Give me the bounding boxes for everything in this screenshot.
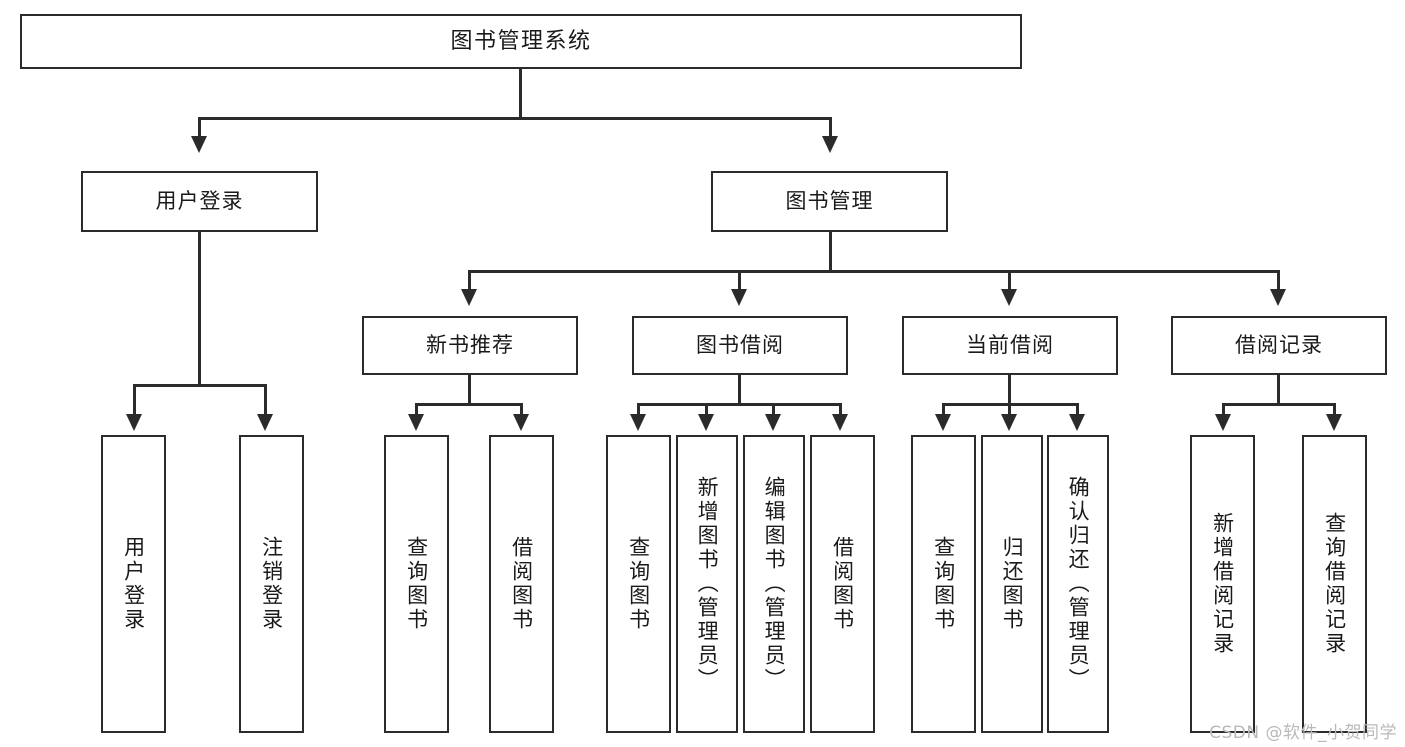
- arrowhead-leaf-current-borrow-3: [1069, 414, 1085, 431]
- connector-level3-drop-4: [1277, 270, 1280, 292]
- arrowhead-to-book-manage: [822, 136, 838, 153]
- node-label: 编辑图书（管理员）: [762, 476, 787, 692]
- leaf-book-borrow-query[interactable]: 查询图书: [606, 435, 671, 733]
- node-label: 借阅记录: [1235, 333, 1323, 358]
- connector-root-bus: [198, 117, 832, 120]
- arrowhead-leaf-user-login-1: [126, 414, 142, 431]
- leaf-book-borrow-edit[interactable]: 编辑图书（管理员）: [743, 435, 805, 733]
- connector-level3-drop-2: [738, 270, 741, 292]
- node-label: 新书推荐: [426, 333, 514, 358]
- arrowhead-to-borrow-record: [1270, 289, 1286, 306]
- node-label: 查询借阅记录: [1322, 512, 1347, 656]
- connector-root-drop-1: [198, 117, 201, 139]
- leaf-borrow-record-add[interactable]: 新增借阅记录: [1190, 435, 1255, 733]
- node-book-borrow[interactable]: 图书借阅: [632, 316, 848, 375]
- leaf-book-borrow-borrow[interactable]: 借阅图书: [810, 435, 875, 733]
- arrowhead-leaf-new-book-2: [513, 414, 529, 431]
- leaf-user-login-logout[interactable]: 注销登录: [239, 435, 304, 733]
- arrowhead-leaf-book-borrow-4: [832, 414, 848, 431]
- node-label: 图书借阅: [696, 333, 784, 358]
- leaf-new-book-borrow[interactable]: 借阅图书: [489, 435, 554, 733]
- arrowhead-leaf-borrow-record-1: [1215, 414, 1231, 431]
- arrowhead-leaf-current-borrow-1: [935, 414, 951, 431]
- connector-current-borrow-drop-1: [942, 403, 945, 416]
- node-label: 新增借阅记录: [1210, 512, 1235, 656]
- leaf-book-borrow-add[interactable]: 新增图书（管理员）: [676, 435, 738, 733]
- arrowhead-leaf-current-borrow-2: [1001, 414, 1017, 431]
- node-label: 查询图书: [404, 536, 429, 632]
- connector-book-borrow-bus: [637, 403, 842, 406]
- connector-level3-drop-1: [468, 270, 471, 292]
- node-current-borrow[interactable]: 当前借阅: [902, 316, 1118, 375]
- node-label: 新增图书（管理员）: [695, 476, 720, 692]
- connector-root-stem: [519, 69, 522, 118]
- connector-book-borrow-drop-3: [772, 403, 775, 416]
- leaf-new-book-query[interactable]: 查询图书: [384, 435, 449, 733]
- node-borrow-record[interactable]: 借阅记录: [1171, 316, 1387, 375]
- connector-current-borrow-stem: [1008, 375, 1011, 405]
- node-label: 注销登录: [259, 536, 284, 632]
- connector-level3-drop-3: [1008, 270, 1011, 292]
- arrowhead-leaf-book-borrow-1: [630, 414, 646, 431]
- connector-new-book-drop-2: [520, 403, 523, 416]
- leaf-current-borrow-confirm[interactable]: 确认归还（管理员）: [1047, 435, 1109, 733]
- node-label: 借阅图书: [509, 536, 534, 632]
- leaf-current-borrow-query[interactable]: 查询图书: [911, 435, 976, 733]
- node-label: 用户登录: [121, 536, 146, 632]
- connector-book-manage-bus: [468, 270, 1280, 273]
- connector-new-book-bus: [415, 403, 523, 406]
- connector-borrow-record-bus: [1222, 403, 1336, 406]
- arrowhead-leaf-book-borrow-2: [698, 414, 714, 431]
- node-label: 当前借阅: [966, 333, 1054, 358]
- node-label: 归还图书: [1000, 536, 1025, 632]
- node-label: 查询图书: [626, 536, 651, 632]
- arrowhead-leaf-new-book-1: [408, 414, 424, 431]
- connector-current-borrow-drop-3: [1076, 403, 1079, 416]
- node-label: 图书管理系统: [450, 28, 592, 54]
- connector-borrow-record-stem: [1277, 375, 1280, 405]
- connector-book-borrow-stem: [738, 375, 741, 405]
- node-root-system[interactable]: 图书管理系统: [20, 14, 1022, 69]
- connector-book-borrow-drop-4: [839, 403, 842, 416]
- arrowhead-to-current-borrow: [1001, 289, 1017, 306]
- connector-user-login-drop-2: [264, 384, 267, 416]
- node-label: 借阅图书: [830, 536, 855, 632]
- arrowhead-to-new-book: [461, 289, 477, 306]
- arrowhead-leaf-book-borrow-3: [765, 414, 781, 431]
- arrowhead-leaf-borrow-record-2: [1326, 414, 1342, 431]
- connector-current-borrow-drop-2: [1008, 403, 1011, 416]
- leaf-user-login-login[interactable]: 用户登录: [101, 435, 166, 733]
- arrowhead-to-book-borrow: [731, 289, 747, 306]
- connector-book-borrow-drop-2: [705, 403, 708, 416]
- connector-user-login-drop-1: [133, 384, 136, 416]
- connector-borrow-record-drop-2: [1333, 403, 1336, 416]
- connector-new-book-stem: [468, 375, 471, 405]
- node-label: 查询图书: [931, 536, 956, 632]
- arrowhead-to-user-login: [191, 136, 207, 153]
- node-user-login[interactable]: 用户登录: [81, 171, 318, 232]
- connector-user-login-stem: [198, 232, 201, 386]
- leaf-borrow-record-query[interactable]: 查询借阅记录: [1302, 435, 1367, 733]
- connector-borrow-record-drop-1: [1222, 403, 1225, 416]
- connector-book-borrow-drop-1: [637, 403, 640, 416]
- leaf-current-borrow-return[interactable]: 归还图书: [981, 435, 1043, 733]
- node-label: 确认归还（管理员）: [1066, 476, 1091, 692]
- connector-root-drop-2: [829, 117, 832, 139]
- connector-book-manage-stem: [829, 232, 832, 272]
- node-book-management[interactable]: 图书管理: [711, 171, 948, 232]
- node-label: 图书管理: [785, 189, 874, 214]
- arrowhead-leaf-user-login-2: [257, 414, 273, 431]
- connector-new-book-drop-1: [415, 403, 418, 416]
- node-new-book-recommend[interactable]: 新书推荐: [362, 316, 578, 375]
- node-label: 用户登录: [155, 189, 244, 214]
- connector-user-login-bus: [133, 384, 267, 387]
